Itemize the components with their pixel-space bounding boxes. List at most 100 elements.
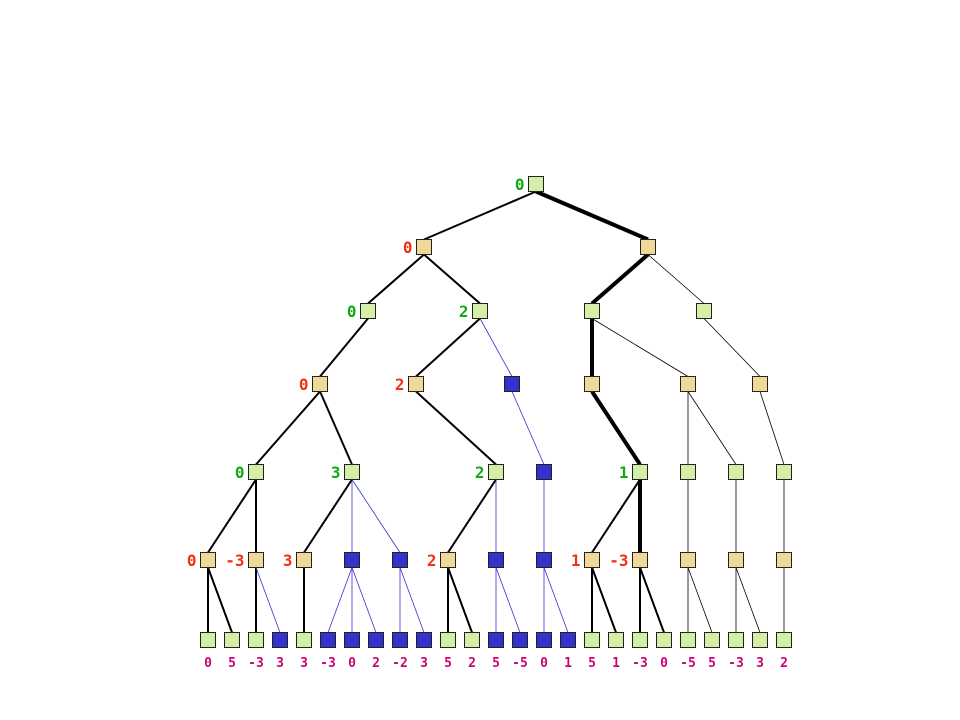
leaf-value-f4: 3 (276, 656, 284, 671)
leaf-value-f1: 0 (204, 656, 212, 671)
leaf-value-f14: -5 (512, 656, 528, 671)
tree-node-d2 (344, 464, 360, 480)
tree-node-b (640, 239, 656, 255)
node-value-r: 0 (515, 175, 525, 194)
tree-nodes (200, 176, 792, 648)
leaf-value-f11: 5 (444, 656, 452, 671)
tree-node-e5 (392, 552, 408, 568)
leaf-value-f23: -3 (728, 656, 744, 671)
leaf-value-f20: 0 (660, 656, 668, 671)
leaf-node-f21 (680, 632, 696, 648)
tree-node-e2 (248, 552, 264, 568)
tree-node-a1 (360, 303, 376, 319)
tree-node-e13 (776, 552, 792, 568)
edge-c2-d3 (415, 390, 497, 466)
edge-e1-f2 (207, 567, 233, 633)
leaf-value-f2: 5 (228, 656, 236, 671)
edge-b-b2 (647, 254, 705, 304)
tree-node-d5 (632, 464, 648, 480)
edge-d3-e6 (447, 478, 497, 554)
edge-c4-d5 (590, 390, 642, 466)
leaf-node-f22 (704, 632, 720, 648)
leaf-node-f3 (248, 632, 264, 648)
edge-c5-d7 (687, 391, 737, 465)
leaf-value-f21: -5 (680, 656, 696, 671)
edge-e7-f14 (495, 567, 521, 633)
tree-node-e4 (344, 552, 360, 568)
edge-b2-c6 (703, 318, 761, 377)
edge-r-b (535, 189, 649, 242)
edge-b-b1 (590, 252, 650, 306)
leaf-node-f10 (416, 632, 432, 648)
leaf-value-f6: -3 (320, 656, 336, 671)
leaf-value-f8: 2 (372, 656, 380, 671)
tree-node-e6 (440, 552, 456, 568)
edge-e12-f24 (735, 567, 761, 633)
edge-b1-c5 (591, 318, 689, 377)
edge-c1-d2 (319, 391, 353, 465)
edge-d2-e5 (351, 479, 401, 553)
node-value-d3: 2 (475, 463, 485, 482)
tree-node-d8 (776, 464, 792, 480)
leaf-value-f12: 2 (468, 656, 476, 671)
edge-a-a1 (367, 253, 425, 305)
edge-e11-f22 (687, 567, 713, 633)
node-value-d5: 1 (619, 463, 629, 482)
edge-a-a2 (423, 253, 481, 305)
tree-node-b1 (584, 303, 600, 319)
edge-a2-c2 (415, 317, 481, 378)
edge-r-a (423, 190, 537, 241)
tree-node-e3 (296, 552, 312, 568)
edge-e4-f8 (351, 567, 377, 633)
leaf-node-f8 (368, 632, 384, 648)
tree-node-c2 (408, 376, 424, 392)
leaf-node-f6 (320, 632, 336, 648)
edge-d5-e9 (591, 478, 641, 554)
leaf-node-f11 (440, 632, 456, 648)
tree-node-d4 (536, 464, 552, 480)
tree-node-d6 (680, 464, 696, 480)
node-value-d1: 0 (235, 463, 245, 482)
leaf-node-f9 (392, 632, 408, 648)
tree-node-a (416, 239, 432, 255)
tree-node-e10 (632, 552, 648, 568)
leaf-value-f17: 5 (588, 656, 596, 671)
leaf-value-f22: 5 (708, 656, 716, 671)
node-value-e9: 1 (571, 551, 581, 570)
tree-node-d3 (488, 464, 504, 480)
leaf-value-f25: 2 (780, 656, 788, 671)
leaf-value-f10: 3 (420, 656, 428, 671)
leaf-value-f15: 0 (540, 656, 548, 671)
tree-node-c3 (504, 376, 520, 392)
leaf-node-f4 (272, 632, 288, 648)
node-value-c2: 2 (395, 375, 405, 394)
tree-node-e1 (200, 552, 216, 568)
tree-node-e11 (680, 552, 696, 568)
leaf-node-f15 (536, 632, 552, 648)
tree-node-b2 (696, 303, 712, 319)
node-value-e10: -3 (609, 551, 628, 570)
tree-node-e12 (728, 552, 744, 568)
leaf-value-f19: -3 (632, 656, 648, 671)
tree-node-d1 (248, 464, 264, 480)
edge-e5-f10 (399, 567, 425, 633)
leaf-node-f24 (752, 632, 768, 648)
tree-node-d7 (728, 464, 744, 480)
leaf-node-f5 (296, 632, 312, 648)
leaf-value-f13: 5 (492, 656, 500, 671)
leaf-node-f17 (584, 632, 600, 648)
tree-node-e7 (488, 552, 504, 568)
tree-node-c6 (752, 376, 768, 392)
leaf-value-f9: -2 (392, 656, 408, 671)
node-value-d2: 3 (331, 463, 341, 482)
tree-node-e8 (536, 552, 552, 568)
leaf-node-f12 (464, 632, 480, 648)
edge-e2-f4 (255, 567, 281, 633)
tree-node-c5 (680, 376, 696, 392)
tree-node-r (528, 176, 544, 192)
leaf-node-f23 (728, 632, 744, 648)
tree-edges (207, 189, 785, 633)
leaf-node-f2 (224, 632, 240, 648)
